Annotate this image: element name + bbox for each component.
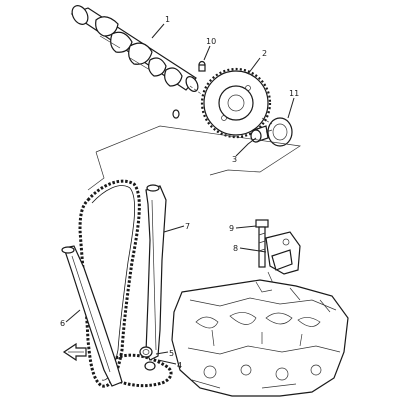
callout-1: 1	[165, 15, 170, 24]
tensioner-bolt	[255, 219, 269, 268]
sprocket-seal	[267, 117, 293, 147]
guide-bolt-and-washer	[139, 346, 156, 371]
callout-3: 3	[232, 155, 237, 164]
callout-6: 6	[60, 319, 65, 328]
callout-9: 9	[229, 224, 234, 233]
callout-11: 11	[289, 89, 299, 98]
callout-labels: 1 2 3 4 5 6 7 8 9 10 11	[60, 15, 299, 370]
engine-case	[171, 279, 349, 397]
front-arrow-icon	[62, 342, 87, 362]
camshaft-sprocket	[200, 67, 272, 139]
chain-guide	[145, 184, 167, 361]
assembly-line-2	[261, 117, 273, 125]
leader-lines	[65, 23, 295, 365]
callout-5: 5	[169, 349, 174, 358]
chain-tensioner	[265, 231, 301, 291]
callout-4: 4	[177, 361, 182, 370]
dowel-pin	[198, 60, 206, 72]
callout-7: 7	[185, 222, 190, 231]
camshaft	[70, 5, 199, 92]
callout-10: 10	[206, 37, 216, 46]
callout-2: 2	[262, 49, 267, 58]
assembly-line-1	[189, 85, 205, 97]
reference-frame	[87, 125, 301, 191]
tensioner-guide	[61, 245, 123, 387]
small-washer	[172, 109, 180, 119]
sprocket-bolt	[250, 125, 273, 143]
callout-8: 8	[233, 244, 238, 253]
